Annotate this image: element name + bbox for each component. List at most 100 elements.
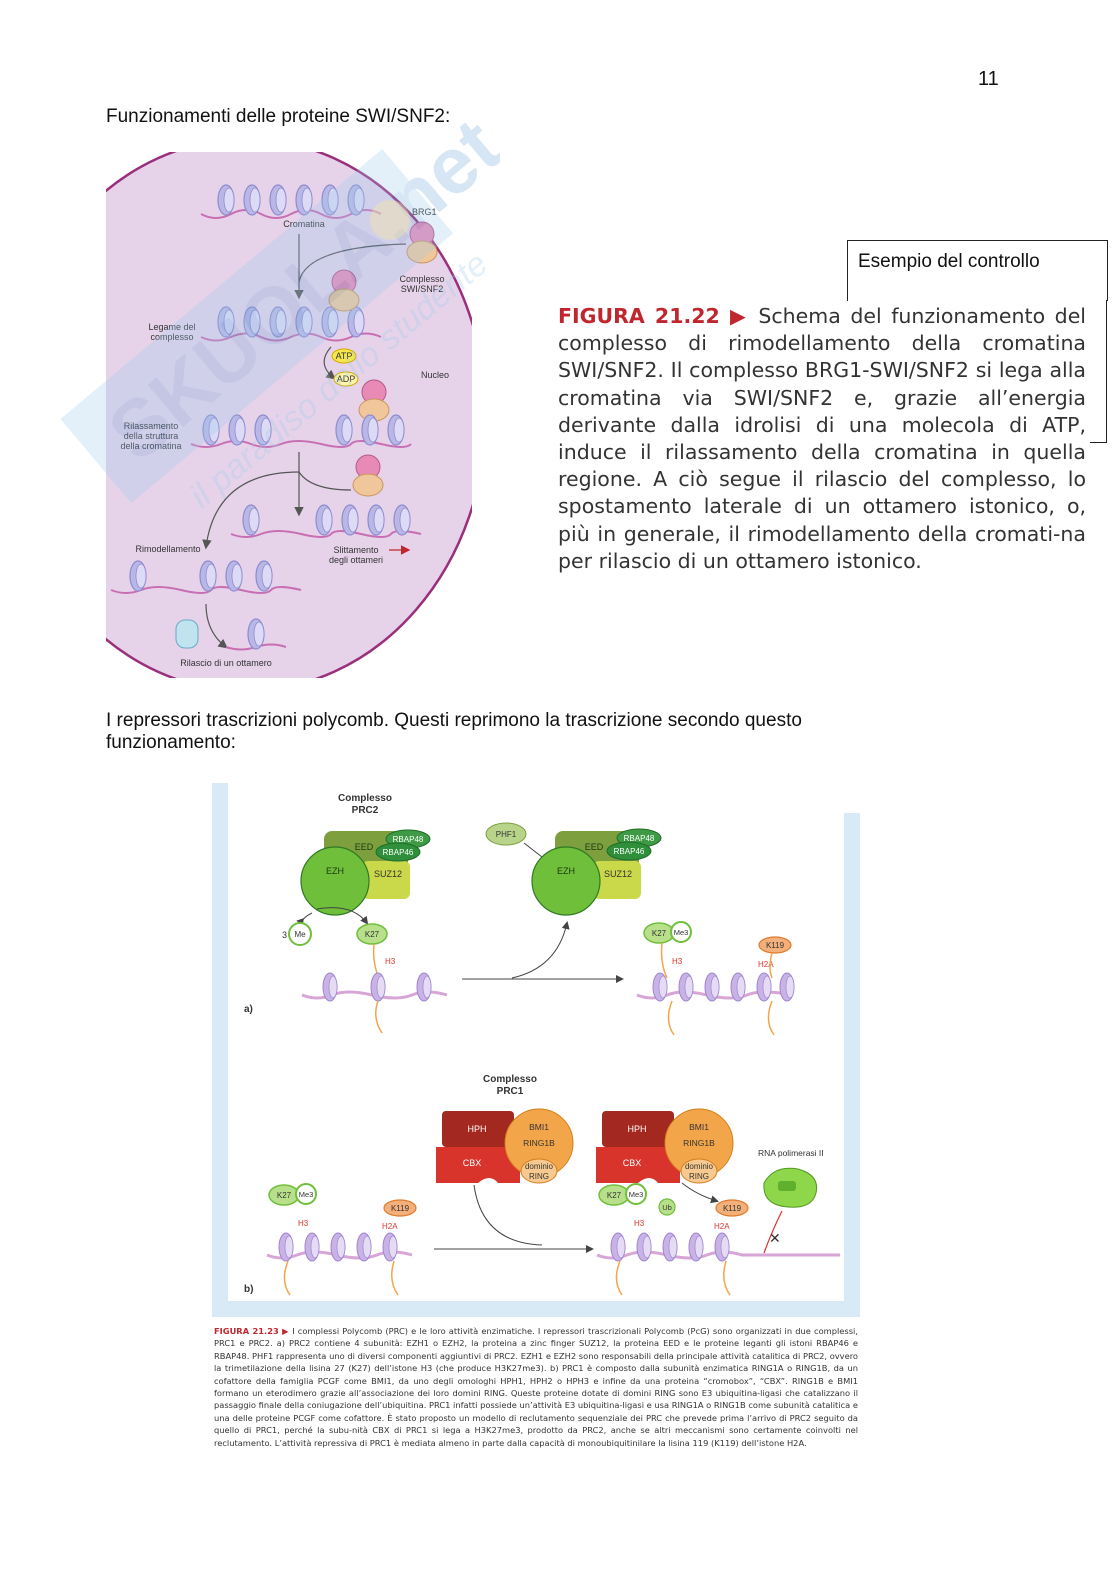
label-legame: Legame del	[148, 322, 195, 332]
bmi1-label: BMI1	[529, 1122, 549, 1132]
ring-label-2: RING	[689, 1172, 709, 1181]
label-brg1: BRG1	[412, 207, 437, 217]
k27-badge	[356, 923, 388, 945]
cbx-label: CBX	[463, 1158, 482, 1168]
label-rilassamento-2: della struttura	[124, 431, 179, 441]
panel-right-bar	[844, 813, 860, 1317]
figure-polycomb: Complesso PRC2 EED SUZ12 RBAP48 RBAP46 E…	[212, 783, 860, 1317]
label-complesso: Complesso	[399, 274, 444, 284]
chromatin-row-6	[175, 618, 287, 651]
me3-label-3: Me3	[629, 1190, 644, 1199]
ring1b-label-2: RING1B	[683, 1138, 715, 1148]
panel-bottom-bar	[212, 1301, 860, 1317]
h2a-label: H2A	[758, 960, 774, 969]
k119-label-2: K119	[391, 1204, 410, 1213]
label-adp: ADP	[337, 374, 356, 384]
chromatin-row-3	[190, 414, 412, 448]
label-cromatina: Cromatina	[283, 219, 325, 229]
chromatin-b-left	[266, 1232, 413, 1296]
k119-label-3: K119	[723, 1204, 742, 1213]
released-octamer	[175, 619, 199, 649]
prc2-complex-phf1: EED SUZ12 RBAP48 RBAP46 EZH	[531, 828, 662, 916]
ring-label: RING	[529, 1172, 549, 1181]
blocked-icon: ✕	[769, 1230, 781, 1246]
me3-label-2: Me3	[299, 1190, 314, 1199]
label-rilassamento-3: della cromatina	[120, 441, 181, 451]
chromatin-row-4	[230, 504, 422, 538]
figure-swi-snf2: Cromatina BRG1 Complesso SWI/SNF2 Legame…	[106, 152, 472, 678]
panel-a-label: a)	[244, 1004, 253, 1015]
atp-icon	[331, 348, 357, 364]
ezh-label-2: EZH	[557, 866, 575, 876]
note-box: Esempio del controllo	[847, 240, 1108, 301]
heading-swi-snf2: Funzionamenti delle proteine SWI/SNF2:	[106, 106, 451, 127]
ezh-label: EZH	[326, 866, 344, 876]
rbap48-label: RBAP48	[393, 835, 424, 844]
ub-label: Ub	[662, 1203, 672, 1212]
note-box-outline	[1090, 300, 1107, 443]
rbap46-label: RBAP46	[383, 848, 414, 857]
prc1-complex-bound: HPH CBX BMI1 RING1B dominio RING	[596, 1108, 734, 1184]
h2a-label-2: H2A	[382, 1222, 398, 1231]
caption-figure-21-23: FIGURA 21.23 ▶ I complessi Polycomb (PRC…	[214, 1325, 858, 1449]
prc2-title: Complesso	[338, 793, 392, 804]
label-legame-2: complesso	[150, 332, 193, 342]
dominio-label: dominio	[525, 1162, 554, 1171]
phf1-label: PHF1	[496, 830, 517, 839]
suz12-label-2: SUZ12	[604, 869, 632, 879]
chromatin-row-2	[200, 306, 382, 342]
methyl-count: 3	[282, 930, 287, 940]
cbx-label-2: CBX	[623, 1158, 642, 1168]
caption-23-label: FIGURA 21.23 ▶	[214, 1326, 290, 1336]
label-slittamento-2: degli ottameri	[329, 555, 383, 565]
chromatin-row-5	[110, 560, 302, 594]
caption-23-text: I complessi Polycomb (PRC) e le loro att…	[214, 1326, 858, 1448]
bmi1-label-2: BMI1	[689, 1122, 709, 1132]
label-slittamento: Slittamento	[333, 545, 378, 555]
h3-label-2: H3	[672, 957, 683, 966]
methyl-circle	[288, 922, 312, 946]
rbap48-label-2: RBAP48	[624, 834, 655, 843]
nucleus-shape	[106, 152, 472, 678]
note-text: Esempio del controllo	[858, 251, 1040, 272]
prc1-complex: HPH CBX BMI1 RING1B dominio RING	[436, 1108, 574, 1184]
label-rilassamento: Rilassamento	[124, 421, 179, 431]
label-rimodellamento: Rimodellamento	[135, 544, 200, 554]
chromatin-a-right	[636, 972, 795, 1036]
prc1-title-2: PRC1	[497, 1086, 524, 1097]
h3-label: H3	[385, 957, 396, 966]
label-rilascio: Rilascio di un ottamero	[180, 658, 272, 668]
label-nucleo: Nucleo	[421, 370, 449, 380]
rna-pol-label: RNA polimerasi II	[758, 1148, 824, 1158]
k119-badge	[758, 936, 792, 954]
ubiquitin-badge	[658, 1198, 676, 1216]
chromatin-b-right	[596, 1232, 840, 1296]
prc2-complex: EED SUZ12 RBAP48 RBAP46 EZH	[300, 829, 431, 916]
k27-label-4: K27	[607, 1191, 622, 1200]
h2a-label-3: H2A	[714, 1222, 730, 1231]
k27-label-3: K27	[277, 1191, 292, 1200]
page-number: 11	[978, 68, 999, 90]
rbap46-label-2: RBAP46	[614, 847, 645, 856]
chromatin-row-1	[200, 184, 382, 219]
dominio-label-2: dominio	[685, 1162, 714, 1171]
label-atp: ATP	[336, 351, 353, 361]
h3-label-3: H3	[298, 1219, 309, 1228]
k119-label: K119	[766, 941, 785, 950]
hph-label-2: HPH	[627, 1124, 646, 1134]
hph-label: HPH	[467, 1124, 486, 1134]
h3-label-4: H3	[634, 1219, 645, 1228]
eed-label-2: EED	[585, 842, 604, 852]
k27-label-2: K27	[652, 929, 667, 938]
label-swi-snf2: SWI/SNF2	[401, 284, 444, 294]
me3-label: Me3	[674, 928, 689, 937]
prc2-title-2: PRC2	[352, 805, 379, 816]
caption-22-text: Schema del funzionamento del complesso d…	[558, 304, 1086, 573]
phf1-badge	[485, 822, 527, 846]
k27-label: K27	[365, 930, 380, 939]
adp-icon	[333, 371, 359, 387]
ring1b-label: RING1B	[523, 1138, 555, 1148]
me-label: Me	[294, 930, 306, 939]
panel-left-bar	[212, 783, 228, 1317]
rna-polymerase-icon	[763, 1167, 818, 1208]
